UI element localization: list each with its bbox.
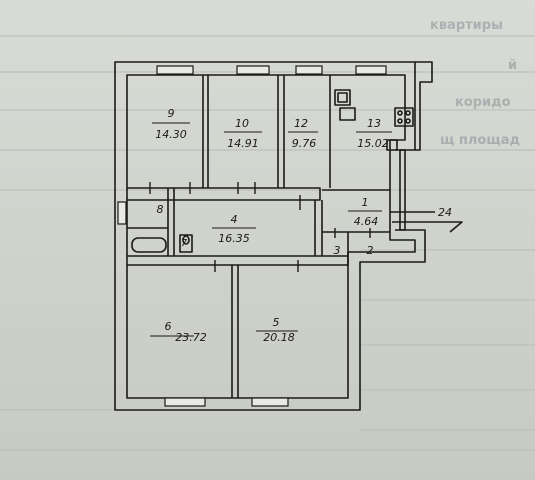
partition-1 bbox=[314, 200, 323, 256]
partition-8 bbox=[167, 188, 175, 256]
bathtub-icon bbox=[131, 237, 167, 253]
partition-9-10 bbox=[202, 75, 209, 188]
room-13-number: 13 bbox=[367, 117, 381, 130]
sink-icon bbox=[334, 89, 351, 106]
room-7-number: 7 bbox=[181, 238, 188, 249]
toilet-icon bbox=[179, 234, 193, 253]
room-1-area: 4.64 bbox=[354, 215, 379, 228]
room-6-area: 23.72 bbox=[175, 331, 207, 344]
door-marks bbox=[149, 182, 371, 272]
partition-6-5 bbox=[231, 265, 239, 398]
room-9-number: 9 bbox=[168, 107, 175, 120]
partition-10-12 bbox=[277, 75, 285, 188]
wall-top-rooms bbox=[127, 187, 321, 201]
room-12-number: 12 bbox=[294, 117, 308, 130]
background-text-3: коридо bbox=[455, 95, 511, 110]
room-4-number: 4 bbox=[231, 213, 238, 226]
room-12-area: 9.76 bbox=[292, 137, 317, 150]
room-4-area: 16.35 bbox=[218, 232, 250, 245]
right-projection bbox=[415, 61, 433, 151]
room-6-number: 6 bbox=[165, 320, 172, 333]
room-10-number: 10 bbox=[235, 117, 249, 130]
room-5-area: 20.18 bbox=[263, 331, 295, 344]
room-5-number: 5 bbox=[273, 316, 280, 329]
outer-wall bbox=[114, 61, 426, 411]
room-labels: 9 14.30 10 14.91 12 9.76 13 15.02 1 4.64… bbox=[150, 107, 452, 344]
room-2-number: 2 bbox=[367, 244, 374, 257]
stove-icon bbox=[394, 107, 414, 127]
background-text-4: щ площад bbox=[440, 133, 520, 148]
windows bbox=[117, 65, 387, 407]
annotation-leader bbox=[390, 211, 463, 233]
background-text-1: квартиры bbox=[430, 18, 503, 33]
partition-3-2 bbox=[322, 231, 390, 256]
room-10-area: 14.91 bbox=[227, 137, 259, 150]
room-3-number: 3 bbox=[334, 244, 341, 257]
form-rules bbox=[0, 35, 535, 451]
wall-bottom-rooms bbox=[127, 255, 349, 266]
room-8-number: 8 bbox=[157, 203, 164, 216]
room-1-number: 1 bbox=[362, 196, 369, 209]
background-text-2: й bbox=[508, 58, 518, 73]
annotation-label: 24 bbox=[438, 206, 452, 219]
room-9-area: 14.30 bbox=[155, 128, 187, 141]
room-13-area: 15.02 bbox=[357, 137, 389, 150]
